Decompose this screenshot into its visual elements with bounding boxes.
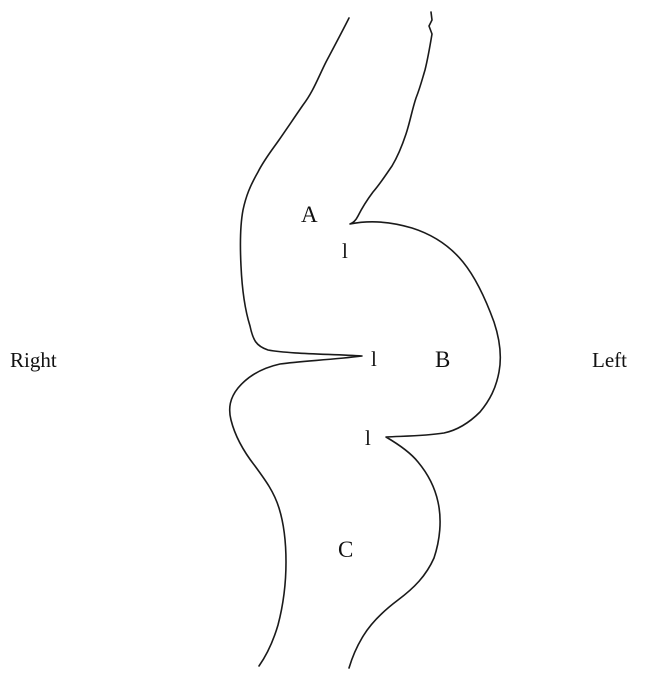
label-left: Left	[592, 348, 627, 372]
label-fold-mark-upper: l	[342, 239, 348, 263]
label-fold-mark-lower: l	[365, 426, 371, 450]
label-fold-mark-middle: l	[371, 347, 377, 371]
outline-right-wall	[228, 17, 363, 667]
outline-left-wall	[348, 11, 502, 669]
label-region-b: B	[435, 347, 450, 372]
label-right: Right	[10, 348, 57, 372]
label-region-c: C	[338, 537, 353, 562]
label-region-a: A	[301, 202, 318, 227]
